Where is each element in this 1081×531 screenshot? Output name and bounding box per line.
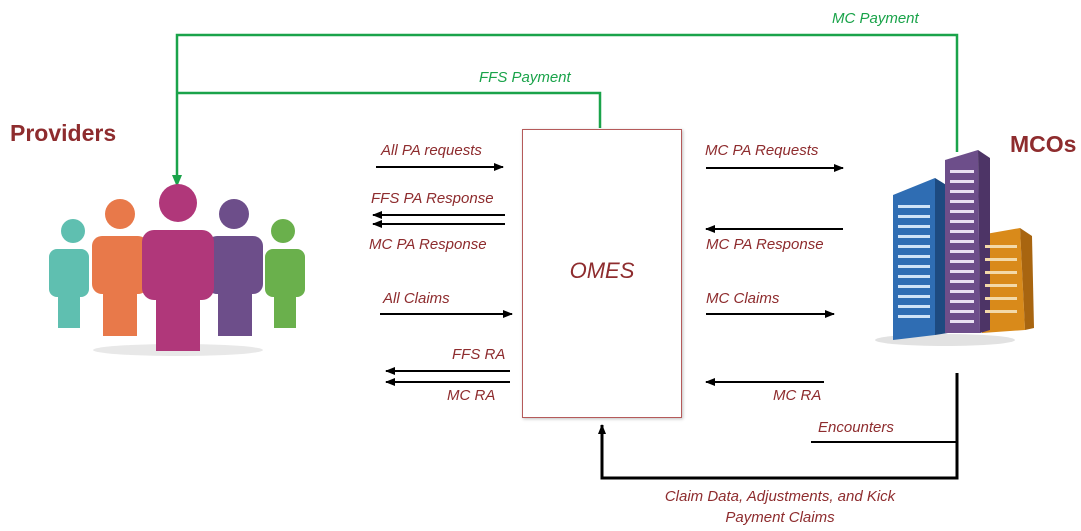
- omes-label: OMES: [569, 258, 635, 283]
- mcos-title: MCOs: [1010, 131, 1077, 157]
- people-group-icon: [49, 184, 305, 356]
- encounters-label: Encounters: [818, 419, 894, 436]
- mc-payment-line: [172, 33, 959, 187]
- claim-data-loop: [598, 373, 959, 480]
- mc-claims-label: MC Claims: [706, 290, 780, 307]
- providers-title: Providers: [10, 120, 117, 146]
- ffs-pa-response-label: FFS PA Response: [371, 190, 494, 207]
- mc-ra-label-right: MC RA: [773, 387, 822, 404]
- ffs-payment-label: FFS Payment: [479, 69, 571, 86]
- claim-data-label: Claim Data, Adjustments, and Kick Paymen…: [600, 486, 960, 528]
- mc-ra-label-left: MC RA: [447, 387, 496, 404]
- omes-box: [522, 129, 682, 418]
- all-claims-label: All Claims: [383, 290, 450, 307]
- mc-pa-response-label-left: MC PA Response: [369, 236, 487, 253]
- claim-data-label-line1: Claim Data, Adjustments, and Kick: [664, 488, 896, 505]
- office-buildings-icon: [875, 150, 1034, 346]
- ffs-payment-line: [177, 91, 602, 128]
- mc-payment-label: MC Payment: [832, 10, 919, 27]
- mc-pa-requests-label: MC PA Requests: [705, 142, 819, 159]
- mc-pa-response-label-right: MC PA Response: [706, 236, 824, 253]
- ffs-ra-label: FFS RA: [452, 346, 506, 363]
- claim-data-label-line2: Payment Claims: [725, 509, 835, 526]
- all-pa-requests-label: All PA requests: [381, 142, 482, 159]
